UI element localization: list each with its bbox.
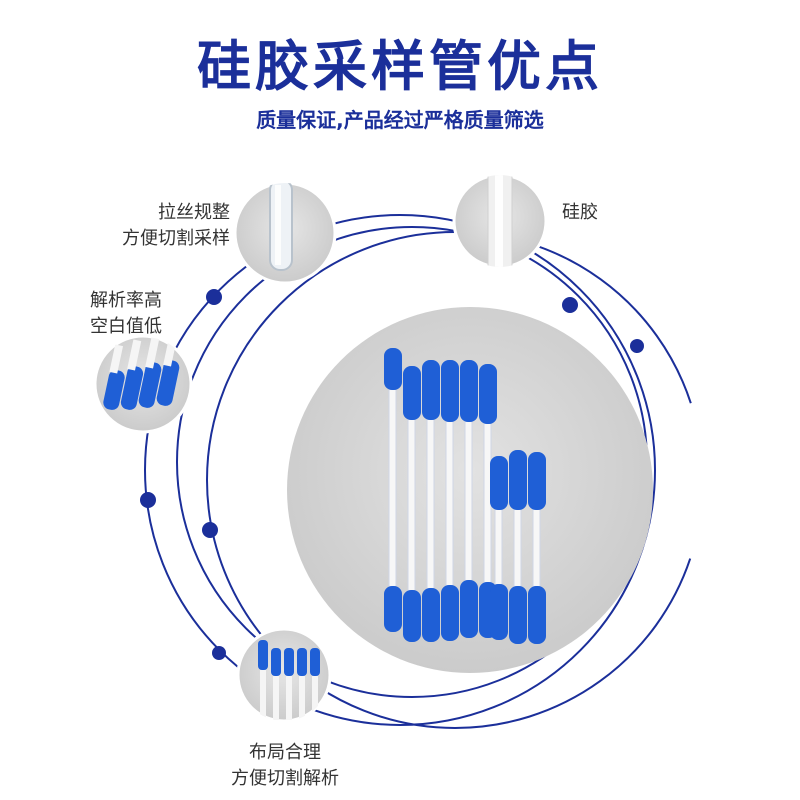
tube-group-short [490,450,546,644]
page-title: 硅胶采样管优点 [197,35,603,98]
feature-drawing-line1: 拉丝规整 [158,202,230,223]
photo-tube-tip [233,181,337,285]
feature-drawing-line2: 方便切割采样 [122,228,230,249]
page-subtitle: 质量保证,产品经过严格质量筛选 [256,108,544,132]
feature-silicone-line1: 硅胶 [562,202,598,223]
ring-dots [140,289,644,660]
photo-blue-caps [93,334,193,434]
feature-layout-line2: 方便切割解析 [231,768,339,789]
main-product-photo [287,307,653,673]
feature-label-drawing: 拉丝规整 方便切割采样 [100,200,230,252]
photo-silicone [452,173,548,269]
photo-tube-layout [236,627,332,723]
feature-label-layout: 布局合理 方便切割解析 [200,740,370,792]
feature-layout-line1: 布局合理 [249,742,321,763]
feature-label-resolution: 解析率高 空白值低 [60,288,162,340]
feature-resolution-line1: 解析率高 [90,290,162,311]
feature-label-silicone: 硅胶 [562,200,662,226]
feature-resolution-line2: 空白值低 [90,316,162,337]
